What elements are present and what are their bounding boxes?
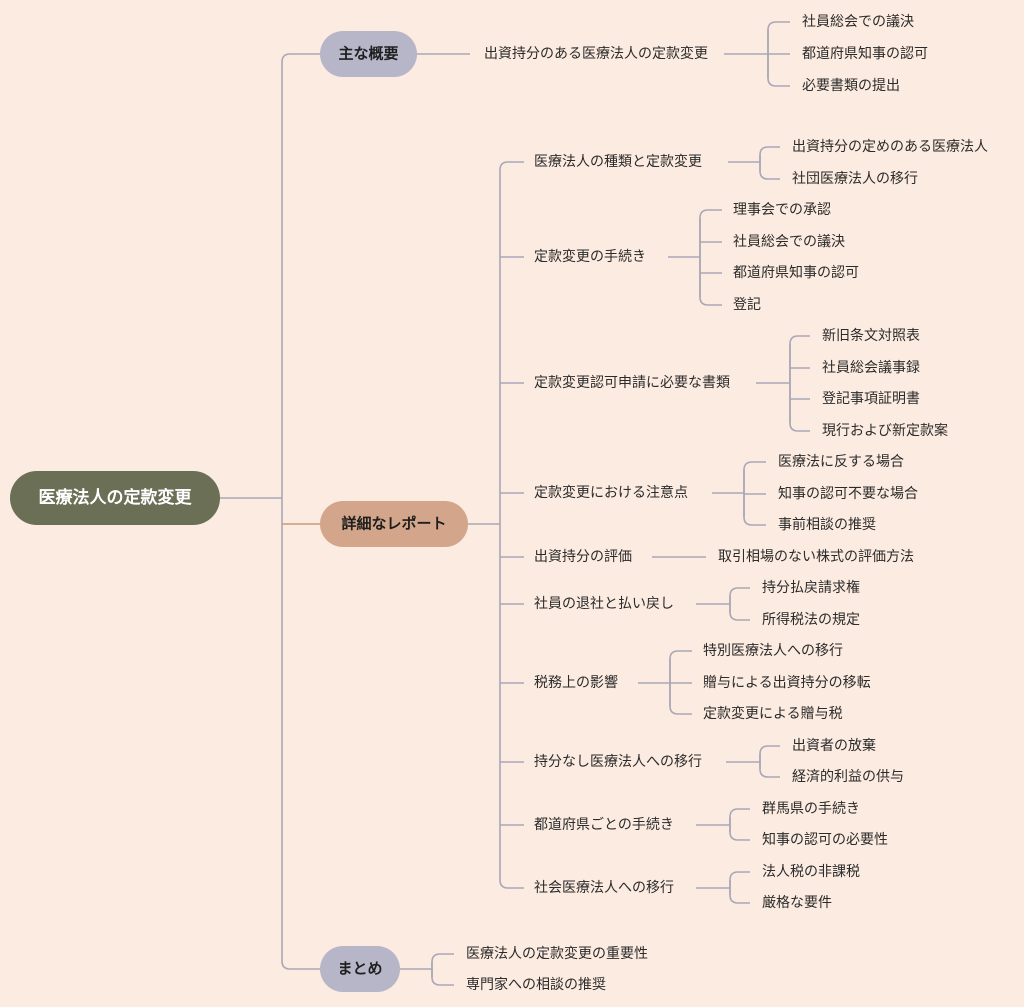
detail-point[interactable]: 群馬県の手続き [762,800,860,817]
overview-point[interactable]: 都道府県知事の認可 [802,45,928,62]
section-node-summary-shape [320,946,400,992]
connector-line [767,54,790,87]
section-node-summary-label: まとめ [337,960,382,978]
detail-topic[interactable]: 定款変更における注意点 [534,484,688,501]
root-node-label: 医療法人の定款変更 [39,487,193,508]
connector-line [729,888,750,904]
detail-point[interactable]: 事前相談の推奨 [778,516,876,533]
detail-topic[interactable]: 社員の退社と払い戻し [534,596,674,612]
connector-line [499,161,524,171]
connector-line [431,953,454,969]
section-node-overview-label: 主な概要 [338,45,398,63]
detail-point[interactable]: 登記事項証明書 [822,390,920,407]
section-node-overview[interactable]: 主な概要 [320,31,417,77]
connector-line [743,461,766,493]
detail-point[interactable]: 経済的利益の供与 [792,769,904,785]
detail-point[interactable]: 現行および新定款案 [822,422,948,439]
connector-line [759,146,780,162]
detail-topic[interactable]: 定款変更認可申請に必要な書類 [534,374,730,391]
connector-line [729,825,750,841]
detail-topic[interactable]: 税務上の影響 [534,674,618,691]
detail-point[interactable]: 知事の認可不要な場合 [778,485,918,502]
section-node-summary[interactable]: まとめ [320,946,400,992]
connector-line [729,587,750,604]
detail-point[interactable]: 取引相場のない株式の評価方法 [718,549,914,565]
connector-line [729,808,750,825]
section-node-details-label: 詳細なレポート [341,515,446,533]
summary-point[interactable]: 専門家への相談の推奨 [466,976,606,993]
section-node-details[interactable]: 詳細なレポート [320,501,468,547]
detail-point[interactable]: 医療法に反する場合 [778,453,904,470]
connector-line [743,493,766,526]
connector-line [759,762,780,778]
connector-line [669,683,692,715]
detail-point[interactable]: 新旧条文対照表 [822,327,920,344]
detail-topic[interactable]: 出資持分の評価 [534,549,632,565]
detail-point[interactable]: 出資持分の定めのある医療法人 [792,138,988,155]
connector-line [699,257,722,306]
detail-point[interactable]: 理事会での承認 [733,202,831,218]
detail-topic[interactable]: 医療法人の種類と定款変更 [534,153,702,170]
detail-point[interactable]: 所得税法の規定 [762,611,860,628]
connector-line [281,53,320,498]
detail-point[interactable]: 法人税の非課税 [762,864,860,880]
detail-point[interactable]: 出資者の放棄 [792,738,876,754]
detail-point[interactable]: 厳格な要件 [762,895,832,911]
overview-topic[interactable]: 出資持分のある医療法人の定款変更 [484,45,708,62]
connector-line [431,969,454,986]
root-node-shape [10,471,220,525]
detail-point[interactable]: 社員総会議事録 [822,359,920,376]
connector-line [759,162,780,180]
detail-topic[interactable]: 都道府県ごとの手続き [534,816,674,833]
connector-line [729,604,750,621]
connector-line [669,650,692,683]
detail-topic[interactable]: 社会医療法人への移行 [534,879,674,896]
detail-point[interactable]: 贈与による出資持分の移転 [703,675,871,691]
connector-line [759,745,780,762]
detail-point[interactable]: 社団医療法人の移行 [792,170,918,187]
detail-point[interactable]: 都道府県知事の認可 [733,264,859,281]
detail-point[interactable]: 特別医療法人への移行 [703,642,843,659]
connector-line [729,871,750,888]
detail-topic[interactable]: 持分なし医療法人への移行 [534,753,702,770]
section-node-overview-shape [320,31,417,77]
connector-line [499,879,524,889]
overview-point[interactable]: 社員総会での議決 [802,13,914,30]
connector-line [767,21,790,54]
summary-point[interactable]: 医療法人の定款変更の重要性 [466,945,648,962]
detail-point[interactable]: 知事の認可の必要性 [762,831,888,848]
connector-line [699,209,722,257]
detail-point[interactable]: 定款変更による贈与税 [703,705,843,722]
root-node[interactable]: 医療法人の定款変更 [10,471,220,525]
overview-point[interactable]: 必要書類の提出 [802,78,900,94]
detail-topic[interactable]: 定款変更の手続き [534,248,646,265]
connector-line [281,498,320,970]
connector-lines [220,21,810,986]
detail-point[interactable]: 社員総会での議決 [733,233,845,250]
detail-point[interactable]: 持分払戻請求権 [762,579,860,596]
section-node-details-shape [320,501,468,547]
detail-point[interactable]: 登記 [733,296,761,313]
connector-line [789,335,810,383]
connector-line [789,383,810,432]
